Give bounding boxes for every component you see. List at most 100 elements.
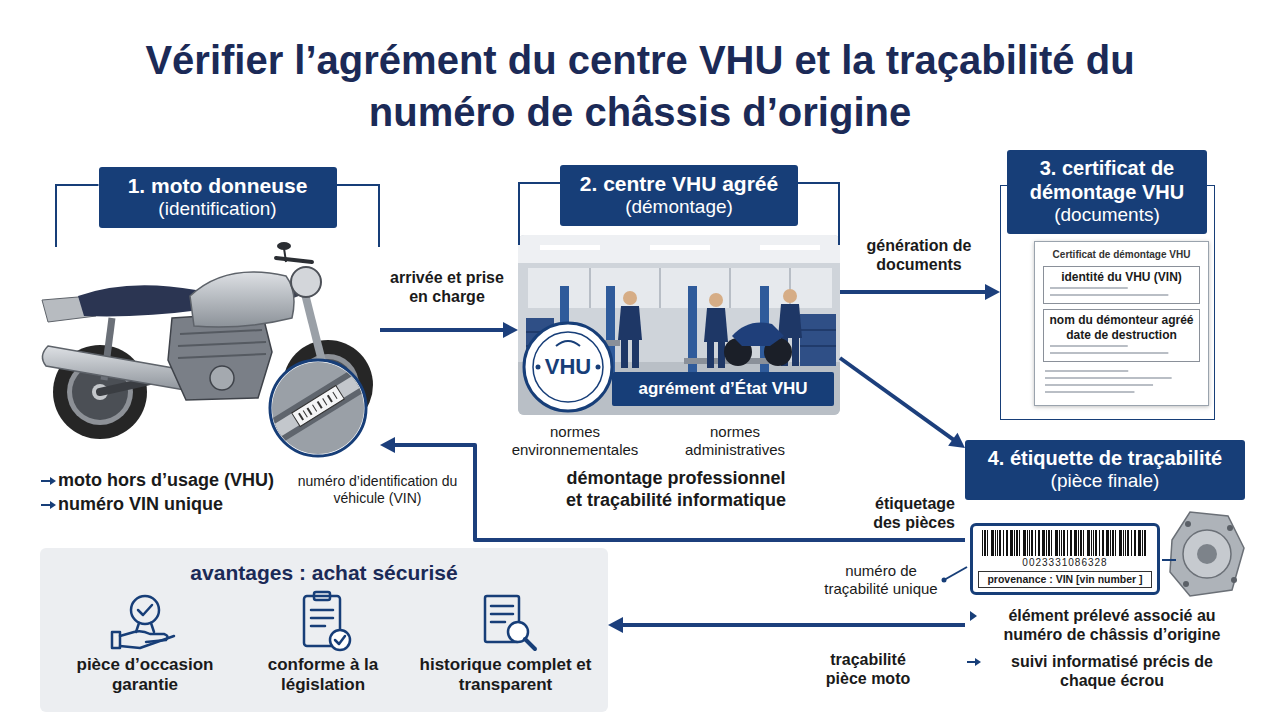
illustration-detail (262, 360, 372, 456)
bar (1144, 530, 1146, 556)
illustration-detail (1231, 577, 1237, 583)
illustration-detail (303, 411, 307, 418)
arrowhead (608, 617, 623, 633)
illustration-detail (330, 630, 350, 650)
illustration-detail (970, 611, 977, 621)
benefit-text: historique complet et transparent (418, 655, 593, 696)
illustration-detail (491, 621, 505, 624)
illustration-detail (650, 245, 710, 250)
connector (840, 358, 965, 448)
illustration-detail (291, 267, 321, 297)
illustration-detail (270, 360, 366, 456)
bar (1095, 530, 1097, 556)
illustration-detail (328, 395, 332, 402)
illustration-detail (314, 592, 330, 600)
bar (982, 530, 983, 556)
bar (1106, 530, 1109, 556)
text-line (1045, 391, 1134, 393)
bar (1003, 530, 1004, 556)
illustration-detail (632, 340, 639, 368)
edge-label: traçabilité pièce moto (808, 650, 928, 688)
field-lines (1048, 284, 1193, 300)
bar (1091, 530, 1092, 556)
bar (1070, 530, 1072, 556)
bullet-text: élément prélevé associé au numéro de châ… (983, 606, 1241, 644)
field-lines (1048, 342, 1193, 358)
field-text: date de destruction (1048, 328, 1195, 342)
callout-text: numéro de traçabilité unique (820, 562, 942, 598)
illustration-detail (800, 314, 836, 366)
illustration-detail (180, 330, 262, 334)
illustration-detail (518, 235, 840, 415)
bar (1074, 530, 1077, 556)
legislation-icon (304, 592, 350, 650)
bar (1099, 530, 1100, 556)
connector (608, 617, 965, 633)
illustration-detail (131, 596, 159, 624)
bar (1029, 530, 1030, 556)
bar (1125, 530, 1126, 556)
connector (840, 284, 1000, 300)
benefit-text: conforme à la législation (240, 655, 406, 696)
step-subtitle: (pièce finale) (975, 470, 1235, 493)
illustration-detail (262, 372, 372, 440)
illustration-detail (975, 658, 981, 666)
text-line (1050, 287, 1128, 289)
illustration-detail (318, 402, 322, 409)
bar (1093, 530, 1094, 556)
illustration-detail (556, 341, 580, 346)
step-header: 4. étiquette de traçabilité(pièce finale… (965, 440, 1245, 500)
illustration-detail (311, 609, 333, 612)
bar (1010, 530, 1013, 556)
motorcycle-illustration (42, 242, 373, 439)
edge-label: arrivée et prise en charge (387, 268, 507, 306)
illustration-detail (540, 245, 600, 250)
illustration-detail (311, 625, 325, 628)
illustration-detail (307, 408, 311, 415)
illustration-detail (292, 385, 345, 426)
approval-banner: agrément d’État VHU (612, 372, 834, 406)
traceability-leader (942, 567, 968, 583)
illustration-detail (589, 268, 591, 308)
illustration-detail (524, 323, 612, 411)
step-region: 1. moto donneuse(identification) (55, 167, 380, 467)
panel-heading: avantages : achat sécurisé (40, 560, 608, 585)
illustration-detail (729, 268, 731, 308)
illustration-detail (732, 323, 784, 347)
illustration-detail (528, 268, 832, 308)
illustration-detail (792, 338, 799, 366)
text-line (1050, 345, 1128, 347)
text-line (1050, 352, 1168, 354)
guarantee-icon (112, 596, 174, 648)
illustration-detail (707, 342, 714, 368)
bar (1067, 530, 1068, 556)
bar (1038, 530, 1040, 556)
bullet-text: suivi informatisé précis de chaque écrou (983, 652, 1241, 690)
title: Vérifier l’agrément du centre VHU et la … (120, 34, 1160, 138)
illustration-detail (311, 617, 333, 620)
bar (999, 530, 1001, 556)
provenance-box: provenance : VIN [vin number ] (978, 571, 1152, 588)
illustration-detail (178, 354, 266, 358)
illustration-detail (333, 392, 337, 399)
bar (1123, 530, 1124, 556)
tag-leader (1162, 559, 1176, 561)
arrowhead (380, 437, 395, 453)
bar (1115, 530, 1116, 556)
illustration-detail (292, 385, 345, 426)
badge-text: VHU (533, 354, 603, 380)
bar (1087, 530, 1090, 556)
connector-line (840, 358, 954, 440)
illustration-detail (778, 304, 802, 338)
field-text: nom du démonteur agréé (1048, 313, 1195, 327)
step-title: 1. moto donneuse (109, 173, 327, 198)
history-icon (485, 596, 535, 649)
arrowhead (503, 322, 518, 338)
bar (1016, 530, 1018, 556)
illustration-detail (312, 405, 316, 412)
note-text: normes administratives (665, 423, 805, 459)
illustration-detail (270, 360, 366, 456)
illustration-detail (50, 477, 56, 485)
connector-line (621, 623, 965, 627)
step-subtitle: (identification) (109, 198, 327, 221)
